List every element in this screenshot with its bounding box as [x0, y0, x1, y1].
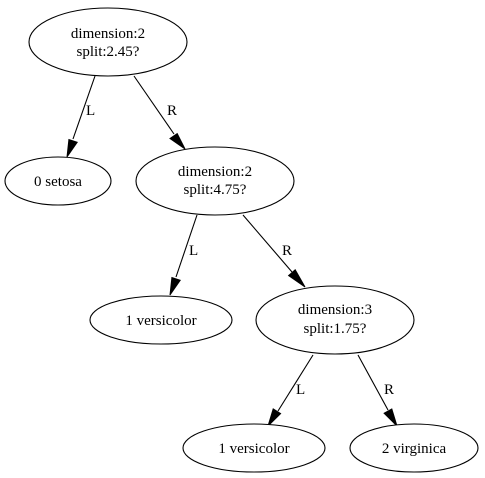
edge-label: R	[282, 243, 292, 259]
node-split3: dimension:3 split:1.75?	[255, 285, 415, 355]
node-versicolor-a: 1 versicolor	[89, 295, 233, 345]
edge-label: L	[296, 382, 305, 398]
node-label-line-1: dimension:2	[71, 26, 145, 42]
edge-label: R	[167, 103, 177, 119]
edge-split3-to-versicolor-b: L	[267, 354, 314, 427]
edge-root-to-setosa: L	[66, 75, 96, 158]
node-label-line-2: split:2.45?	[77, 44, 140, 60]
node-root: dimension:2 split:2.45?	[28, 7, 188, 77]
node-virginica: 2 virginica	[349, 423, 479, 473]
node-label: 1 versicolor	[125, 313, 196, 329]
edge-label: L	[189, 243, 198, 259]
edge-split2-to-split3: R	[242, 214, 306, 288]
node-label: 0 setosa	[34, 174, 82, 190]
node-label: 1 versicolor	[218, 441, 289, 457]
edge-label: R	[384, 382, 394, 398]
node-label-line-2: split:4.75?	[184, 182, 247, 198]
node-setosa: 0 setosa	[4, 156, 112, 206]
edge-split3-to-virginica: R	[357, 354, 398, 427]
node-label-line-2: split:1.75?	[304, 321, 367, 337]
edge-split2-to-versicolor-a: L	[169, 214, 198, 296]
node-label-line-1: dimension:2	[178, 164, 252, 180]
node-versicolor-b: 1 versicolor	[182, 423, 326, 473]
node-label: 2 virginica	[382, 441, 447, 457]
edge-root-to-split2: R	[133, 75, 186, 150]
node-label-line-1: dimension:3	[298, 302, 372, 318]
node-split2: dimension:2 split:4.75?	[135, 146, 295, 216]
edge-label: L	[86, 103, 95, 119]
